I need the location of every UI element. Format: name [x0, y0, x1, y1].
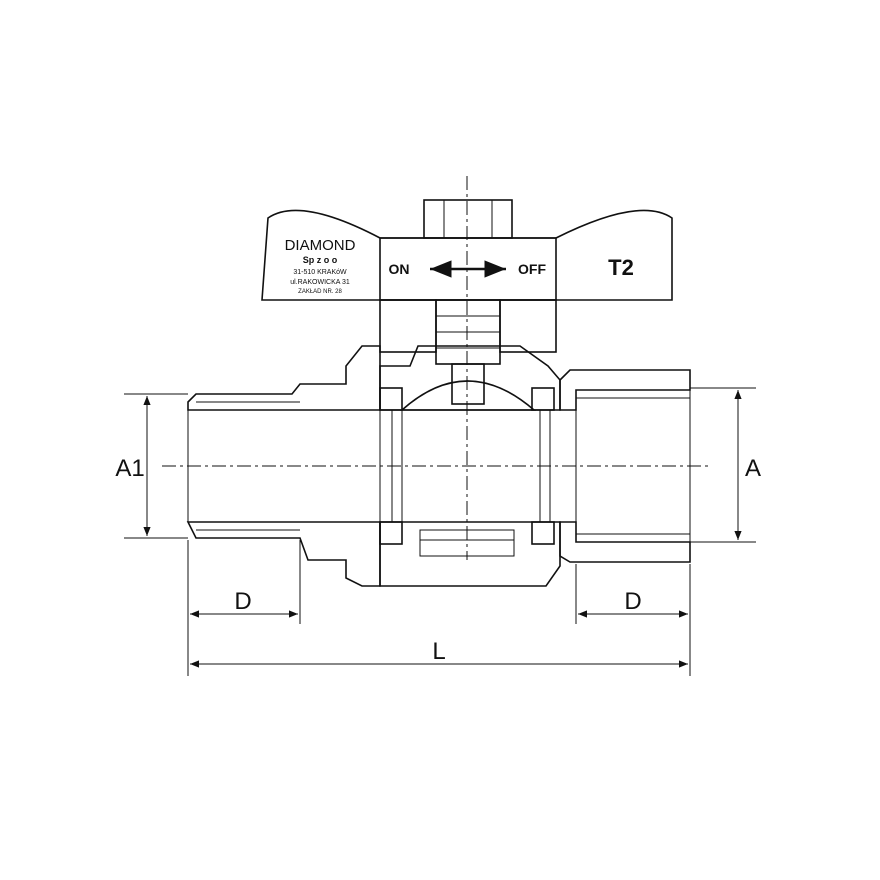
- hex-nut: [423, 199, 513, 239]
- address-line1: 31-510 KRAKóW: [293, 269, 347, 276]
- butterfly-handle: [261, 199, 673, 301]
- valve-body: [379, 345, 561, 587]
- seal-bottom-left: [379, 521, 403, 545]
- dimension-a-label: A: [745, 455, 761, 482]
- dimension-l-label: L: [432, 638, 445, 665]
- seal-top-right: [531, 387, 555, 411]
- dimension-d-left-label: D: [234, 588, 251, 615]
- company-label: Sp z o o: [303, 255, 338, 265]
- seal-top-left: [379, 387, 403, 411]
- brand-label: DIAMOND: [285, 237, 356, 254]
- address-line3: ZAKŁAD NR. 28: [298, 289, 342, 295]
- address-line2: ul.RAKOWICKA 31: [290, 279, 350, 286]
- valve-stem: [379, 299, 557, 405]
- seal-bottom-right: [531, 521, 555, 545]
- right-female-end: [559, 369, 691, 563]
- off-label: OFF: [518, 261, 546, 277]
- on-label: ON: [389, 261, 410, 277]
- model-label: T2: [608, 255, 634, 280]
- dimension-d-right-label: D: [624, 588, 641, 615]
- dimension-a1-label: A1: [115, 455, 144, 482]
